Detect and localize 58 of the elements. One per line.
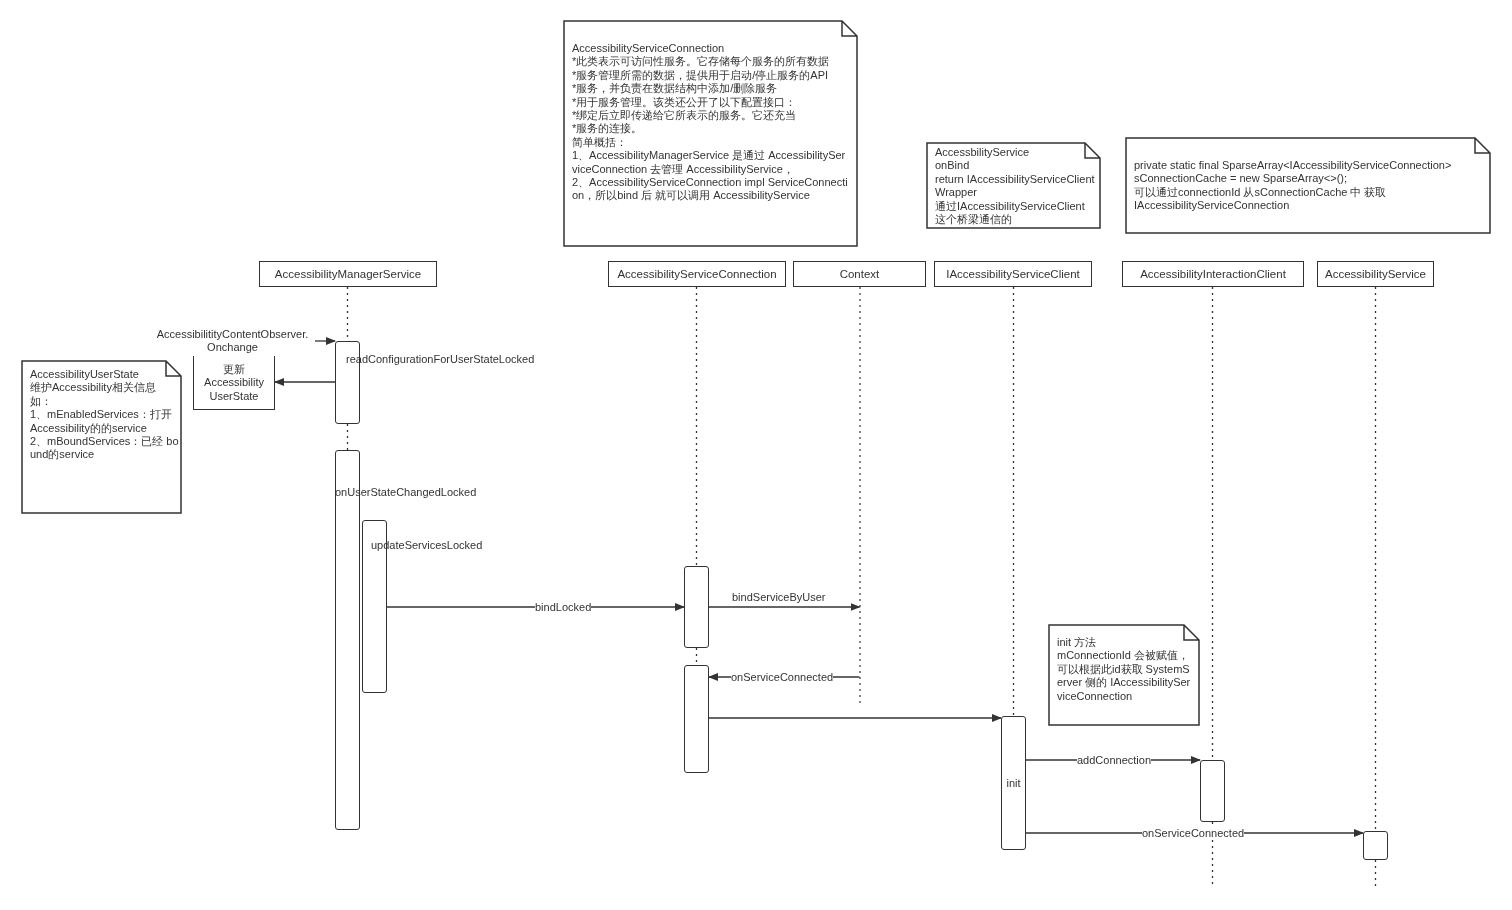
note-text: *用于服务管理。该类还公开了以下配置接口： xyxy=(572,95,797,110)
note-text: AccessibilityUserState xyxy=(30,368,139,382)
lifeline xyxy=(1374,286,1377,832)
message-arrow xyxy=(708,714,1002,722)
note-text: AccessibilityServiceConnection xyxy=(572,42,725,56)
note-text: *服务的连接。 xyxy=(572,122,643,136)
edge-label: onServiceConnected xyxy=(731,671,834,683)
activation-bar xyxy=(684,665,709,773)
note-text: IAccessibilityServiceConnection xyxy=(1134,199,1290,213)
message-arrow xyxy=(314,337,336,345)
note-card xyxy=(563,20,858,247)
lifeline xyxy=(695,286,698,567)
note-text: 通过IAccessibilityServiceClient xyxy=(935,199,1085,214)
note-text: mConnectionId 会被赋值，可以根据此id获取 SystemServer 侧的 IAccessibilityServiceConnection xyxy=(1057,649,1192,704)
participant-box: AccessibilityInteractionClient xyxy=(1122,261,1304,287)
lifeline xyxy=(1012,286,1015,717)
note-text: 可以通过connectionId 从sConnectionCache 中 获取 xyxy=(1134,185,1387,200)
edge-label: addConnection xyxy=(1077,754,1151,766)
note-text: *绑定后立即传递给它所表示的服务。它还充当 xyxy=(572,109,797,123)
message-arrow xyxy=(708,603,861,611)
note-text: *服务管理所需的数据，提供用于启动/停止服务的API xyxy=(572,68,829,83)
note-text: onBind xyxy=(935,159,970,173)
note-text: AccessbilityService xyxy=(935,146,1030,160)
lifeline xyxy=(346,423,349,451)
note-text: 如： xyxy=(30,394,52,409)
note-text: *服务，并负责在数据结构中添加/删除服务 xyxy=(572,82,778,96)
activation-bar xyxy=(684,566,709,648)
note-card xyxy=(926,142,1101,229)
note-card xyxy=(21,360,182,514)
edge-label: onServiceConnected xyxy=(1142,827,1245,839)
note-text: private static final SparseArray<IAccessibilityServiceConnection> xyxy=(1134,159,1452,173)
note-card xyxy=(1125,137,1491,234)
note-text: 维护Accessibility相关信息 xyxy=(30,381,156,395)
note-text: sConnectionCache = new SparseArray<>(); xyxy=(1134,172,1348,186)
activation-bar: init xyxy=(1001,716,1026,850)
edge-label: bindLocked xyxy=(535,601,592,613)
participant-box: AccessibilityServiceConnection xyxy=(608,261,786,287)
note-text: return IAccessibilityServiceClientWrapper xyxy=(935,172,1096,200)
note-text: 2、mBoundServices：已经 bound的service xyxy=(30,435,180,462)
participant-box: AccessibilityManagerService xyxy=(259,261,437,287)
message-arrow xyxy=(274,378,336,386)
activation-bar xyxy=(1363,831,1388,860)
note-text: init 方法 xyxy=(1057,636,1097,650)
note-text: 这个桥梁通信的 xyxy=(935,213,1012,227)
state-box: 更新 Accessibility UserState xyxy=(193,353,275,410)
participant-box: Context xyxy=(793,261,926,287)
participant-box: AccessibilityService xyxy=(1317,261,1434,287)
note-text: 1、AccessibilityManagerService 是通过 AccessibilityServiceConnection 去管理 AccessibilityService， xyxy=(572,149,847,177)
note-text: 简单概括： xyxy=(572,135,627,150)
note-text: 2、AccessibilityServiceConnection impl ServiceConnection，所以bind 后 就可以调用 AccessibilityService xyxy=(572,176,849,203)
participant-box: IAccessibilityServiceClient xyxy=(934,261,1092,287)
activation-bar xyxy=(1200,760,1225,822)
message-arrow xyxy=(386,603,685,611)
edge-label: bindServiceByUser xyxy=(732,591,826,603)
lifeline xyxy=(1374,859,1377,889)
note-text: 1、mEnabledServices：打开 Accessibility的的service xyxy=(30,408,173,436)
note-card xyxy=(1048,624,1200,726)
note-text: *此类表示可访问性服务。它存储每个服务的所有数据 xyxy=(572,55,830,69)
